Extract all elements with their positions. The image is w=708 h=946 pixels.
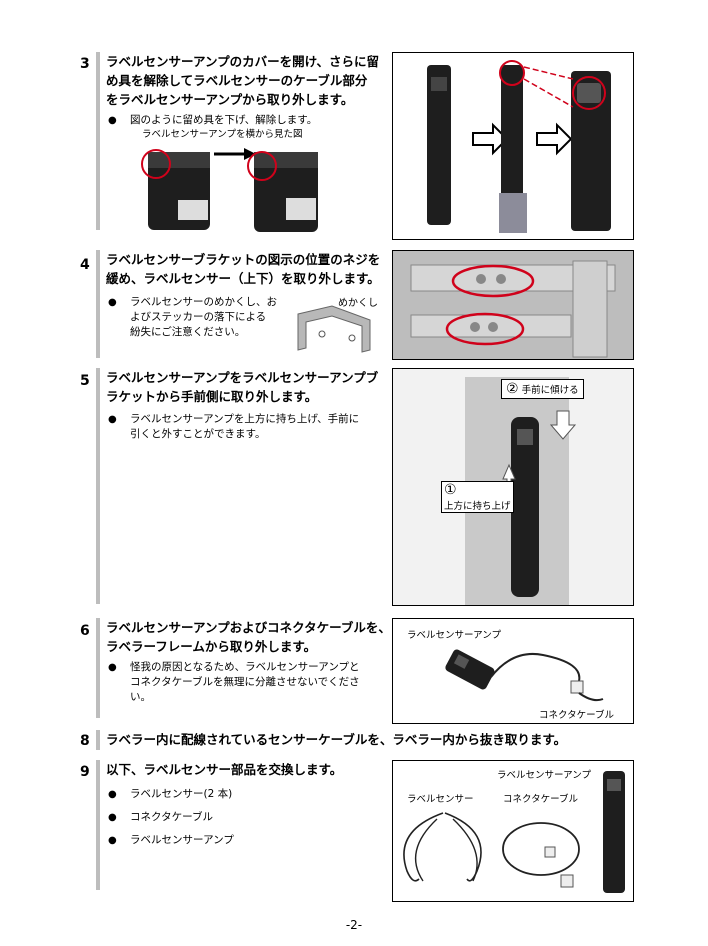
step-4-bullet-line1: ラベルセンサーのめかくし、お — [130, 296, 277, 308]
step-4-title-line1: ラベルセンサーブラケットの図示の位置のネジを — [106, 252, 381, 267]
step-9-bar — [96, 760, 100, 890]
step-6-title: ラベルセンサーアンプおよびコネクタケーブルを、 ラベラーフレームから取り外します… — [106, 618, 391, 656]
step-8-bar — [96, 730, 100, 750]
step-8-number: 8 — [80, 733, 90, 749]
step-5-bar — [96, 368, 100, 604]
bullet-dot: ● — [108, 297, 117, 308]
page-number: -2- — [345, 918, 363, 932]
step-9-item-cable: コネクタケーブル — [130, 811, 213, 823]
step-6-bullet-line1: 怪我の原因となるため、ラベルセンサーアンプと — [130, 661, 360, 673]
step-5-bullet-line1: ラベルセンサーアンプを上方に持ち上げ、手前に — [130, 413, 360, 425]
callout-1-number: ① — [444, 482, 457, 498]
step-9-title: 以下、ラベルセンサー部品を交換します。 — [106, 762, 343, 777]
step-9-item-amp: ラベルセンサーアンプ — [130, 834, 234, 846]
bracket-photo — [393, 251, 633, 359]
step-3-number: 3 — [80, 56, 90, 72]
bullet-dot: ● — [108, 835, 117, 846]
step-6-photo: ラベルセンサーアンプ コネクタケーブル — [392, 618, 634, 724]
step-9-item-sensor: ラベルセンサー(2 本) — [130, 788, 233, 800]
step-4-number: 4 — [80, 257, 90, 273]
callout-2-text: 手前に傾ける — [521, 385, 579, 396]
amp-cover-photo — [427, 60, 611, 233]
mekakushi-label: めかくし — [338, 298, 378, 309]
step-9-label-sensor: ラベルセンサー — [407, 794, 474, 805]
step-3-title: ラベルセンサーアンプのカバーを開け、さらに留 め具を解除してラベルセンサーのケー… — [106, 52, 379, 109]
step-6-number: 6 — [80, 623, 90, 639]
step-3-bullet-sub: ラベルセンサーアンプを横から見た図 — [142, 129, 303, 140]
step-3-title-line1: ラベルセンサーアンプのカバーを開け、さらに留 — [106, 54, 380, 69]
step-6-label-cable: コネクタケーブル — [539, 710, 615, 721]
step-9-photo: ラベルセンサーアンプ ラベルセンサー コネクタケーブル — [392, 760, 634, 902]
step-5-photo: ② 手前に傾ける ① 上方に持ち上げ — [392, 368, 634, 606]
step-4-bar — [96, 250, 100, 358]
step-4-bullet-line2: よびステッカーの落下による — [130, 311, 267, 323]
step-5-bullet-line2: 引くと外すことができます。 — [130, 428, 266, 440]
callout-tilt: ② 手前に傾ける — [501, 379, 584, 399]
step-9-item: ● ラベルセンサーアンプ — [108, 833, 348, 849]
step-4-photo — [392, 250, 634, 360]
step-8-title: ラベラー内に配線されているセンサーケーブルを、ラベラー内から抜き取ります。 — [106, 732, 567, 747]
bullet-dot: ● — [108, 414, 117, 425]
step-6-bullet-line3: い。 — [130, 691, 151, 703]
step-6-bullet-line2: コネクタケーブルを無理に分離させないでくださ — [130, 676, 360, 688]
callout-lift: ① 上方に持ち上げ — [441, 481, 514, 513]
step-6-bar — [96, 618, 100, 718]
step-3-title-line3: をラベルセンサーアンプから取り外します。 — [106, 92, 354, 107]
step-5-title-line2: ラケットから手前側に取り外します。 — [106, 389, 318, 404]
step-6-bullet: ● 怪我の原因となるため、ラベルセンサーアンプと コネクタケーブルを無理に分離さ… — [108, 660, 388, 706]
bullet-dot: ● — [108, 115, 117, 126]
step-3-title-line2: め具を解除してラベルセンサーのケーブル部分 — [106, 73, 368, 88]
step-9-label-amp: ラベルセンサーアンプ — [497, 770, 591, 781]
step-5-bullet: ● ラベルセンサーアンプを上方に持ち上げ、手前に 引くと外すことができます。 — [108, 412, 388, 442]
step-4-bullet-line3: 紛失にご注意ください。 — [130, 326, 246, 338]
step-4-title: ラベルセンサーブラケットの図示の位置のネジを 緩め、ラベルセンサー（上下）を取り… — [106, 250, 380, 288]
step-6-title-line1: ラベルセンサーアンプおよびコネクタケーブルを、 — [106, 620, 391, 635]
mekakushi-illustration — [297, 305, 371, 353]
step-3-bullet-text: 図のように留め具を下げ、解除します。 — [130, 114, 318, 126]
amp-cable-photo — [445, 649, 604, 702]
step-9-item: ● コネクタケーブル — [108, 810, 348, 826]
step-4-title-line2: 緩め、ラベルセンサー（上下）を取り外します。 — [106, 271, 380, 286]
step-6-title-line2: ラベラーフレームから取り外します。 — [106, 639, 317, 654]
step-3-bar — [96, 52, 100, 230]
step-5-title-line1: ラベルセンサーアンプをラベルセンサーアンプブ — [106, 370, 379, 385]
step-4-bullet: ● ラベルセンサーのめかくし、お よびステッカーの落下による 紛失にご注意くださ… — [108, 295, 308, 341]
callout-1-text: 上方に持ち上げ — [444, 501, 511, 512]
callout-2-number: ② — [506, 381, 519, 397]
bullet-dot: ● — [108, 812, 117, 823]
step-5-title: ラベルセンサーアンプをラベルセンサーアンプブ ラケットから手前側に取り外します。 — [106, 368, 378, 406]
step-9-item: ● ラベルセンサー(2 本) — [108, 787, 348, 803]
step-6-label-amp: ラベルセンサーアンプ — [407, 630, 501, 641]
bullet-dot: ● — [108, 662, 117, 673]
step-9-label-cable: コネクタケーブル — [503, 794, 579, 805]
step-5-number: 5 — [80, 373, 90, 389]
step-3-photo — [392, 52, 634, 240]
step-9-number: 9 — [80, 764, 90, 780]
step-3-bullet: ● 図のように留め具を下げ、解除します。 ラベルセンサーアンプを横から見た図 — [108, 113, 378, 143]
amp-side-view-illustration — [141, 148, 318, 232]
bullet-dot: ● — [108, 789, 117, 800]
parts-photo — [403, 771, 625, 893]
